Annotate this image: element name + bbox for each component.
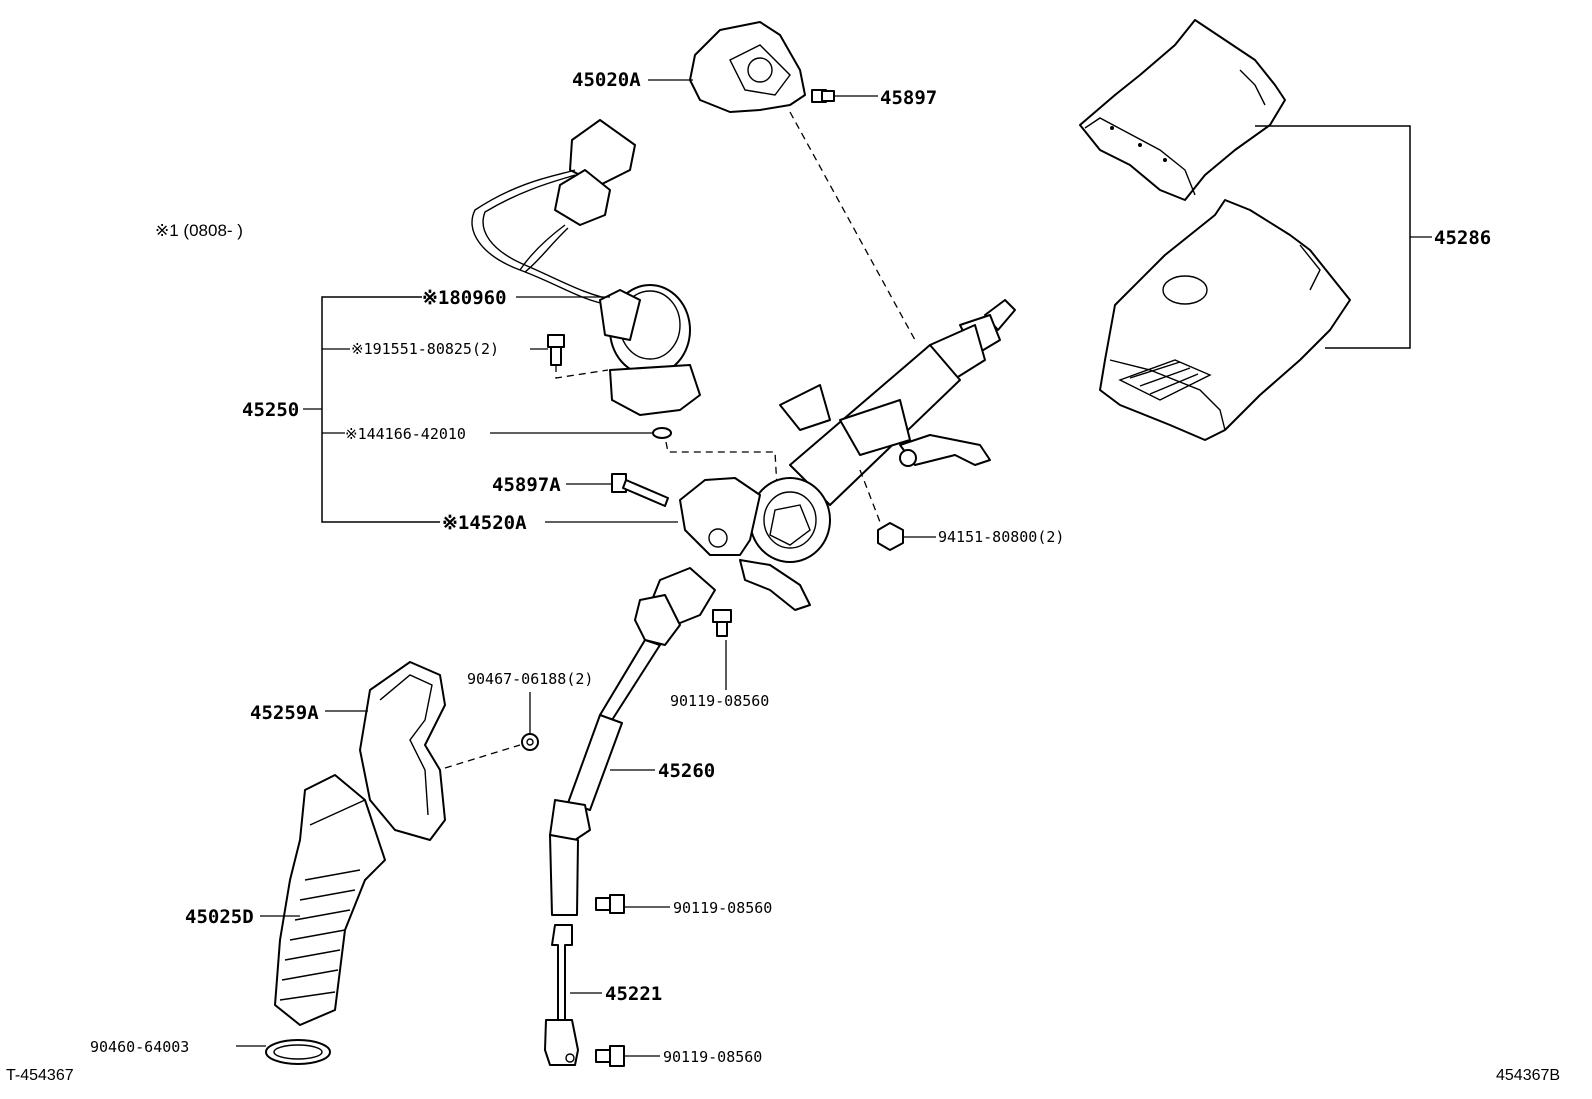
nut-94151[interactable]	[877, 522, 904, 551]
label-90119-lower[interactable]: 90119-08560	[663, 1048, 762, 1066]
ignition-switch-harness[interactable]	[471, 119, 701, 416]
steering-column-assembly[interactable]	[679, 299, 1016, 611]
intermediate-shaft[interactable]	[549, 567, 716, 916]
label-45020A[interactable]: 45020A	[572, 69, 641, 91]
label-90467[interactable]: 90467-06188(2)	[467, 670, 593, 688]
bolt-45897A[interactable]	[611, 473, 669, 507]
label-45259A[interactable]: 45259A	[250, 702, 319, 724]
label-90460[interactable]: 90460-64003	[90, 1038, 189, 1056]
clip-90467[interactable]	[521, 733, 539, 751]
label-45221[interactable]: 45221	[605, 983, 662, 1005]
label-45897[interactable]: 45897	[880, 87, 937, 109]
sliding-yoke-shaft[interactable]	[544, 924, 579, 1066]
column-hole-cover[interactable]	[359, 661, 446, 841]
footer-left-code: T-454367	[6, 1067, 74, 1084]
label-94151[interactable]: 94151-80800(2)	[938, 528, 1064, 546]
steering-lock-cover[interactable]	[689, 21, 806, 113]
upper-column-cover[interactable]	[1079, 19, 1286, 201]
label-14520A[interactable]: ※14520A	[442, 512, 527, 534]
bolt-45897[interactable]	[811, 89, 835, 103]
footer-right-code: 454367B	[1496, 1067, 1560, 1084]
label-45260[interactable]: 45260	[658, 760, 715, 782]
steering-column-boot[interactable]	[274, 774, 386, 1026]
label-90119-upper[interactable]: 90119-08560	[670, 692, 769, 710]
label-45897A[interactable]: 45897A	[492, 474, 561, 496]
bolt-90119-lower[interactable]	[595, 1045, 625, 1067]
label-90119-middle[interactable]: 90119-08560	[673, 899, 772, 917]
label-191551[interactable]: ※191551-80825(2)	[351, 340, 499, 358]
serial-note: ※1 (0808- )	[155, 221, 243, 240]
label-45286[interactable]: 45286	[1434, 227, 1491, 249]
label-45025D[interactable]: 45025D	[185, 906, 254, 928]
lower-column-cover[interactable]	[1099, 199, 1351, 441]
screw-191551[interactable]	[547, 334, 565, 366]
bolt-90119-middle[interactable]	[595, 894, 625, 914]
label-180960[interactable]: ※180960	[422, 287, 507, 309]
hose-clamp-90460[interactable]	[265, 1039, 331, 1065]
bolt-90119-upper[interactable]	[712, 609, 732, 637]
label-45250[interactable]: 45250	[242, 399, 299, 421]
label-144166[interactable]: ※144166-42010	[345, 425, 466, 443]
o-ring-144166[interactable]	[652, 427, 672, 439]
